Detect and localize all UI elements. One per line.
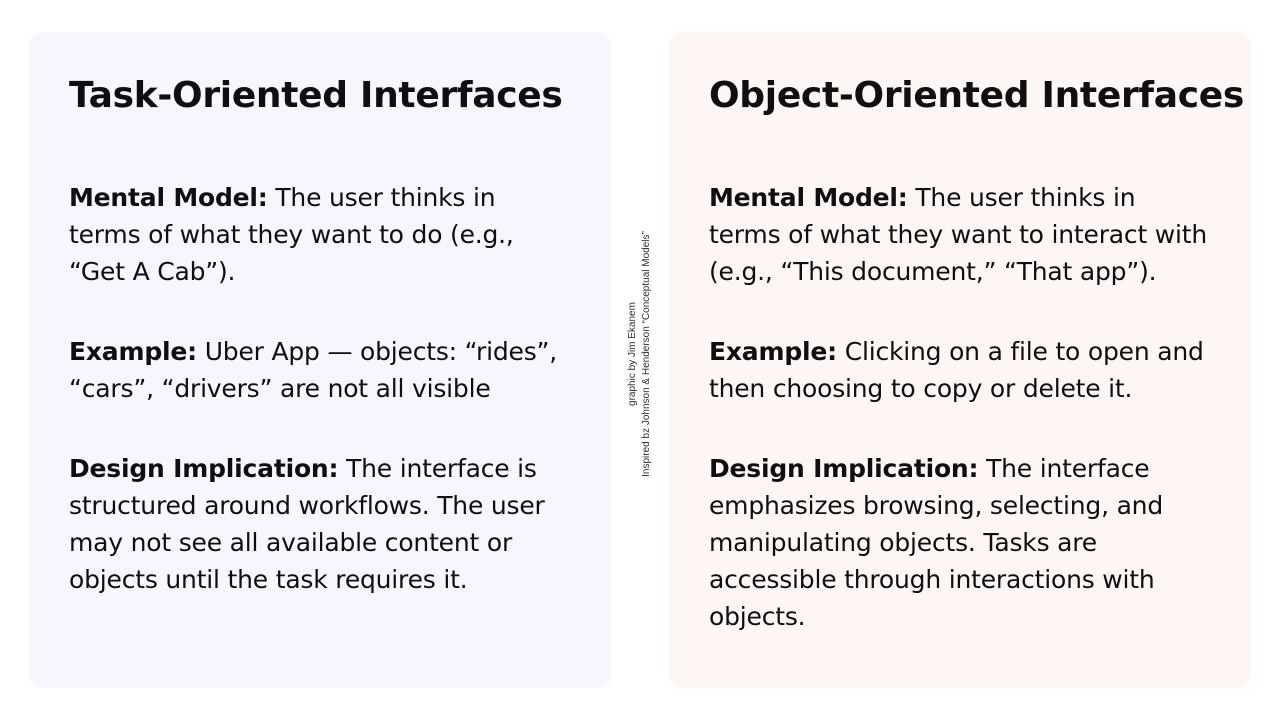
credit-author: graphic by Jim Ekanem: [627, 302, 638, 406]
task-oriented-card: Task-Oriented Interfaces Mental Model: T…: [29, 32, 611, 688]
task-example-label: Example:: [69, 337, 197, 366]
task-example-text: Uber App — objects: “rides”, “cars”, “dr…: [69, 337, 558, 403]
object-design-implication-label: Design Implication:: [709, 454, 979, 483]
task-design-implication-text: The interface is structured around workf…: [69, 454, 545, 594]
task-example: Example: Uber App — objects: “rides”, “c…: [69, 333, 571, 407]
object-example: Example: Clicking on a file to open and …: [709, 333, 1211, 407]
object-oriented-card: Object-Oriented Interfaces Mental Model:…: [669, 32, 1251, 688]
task-mental-model-text: The user thinks in terms of what they wa…: [69, 183, 514, 286]
credit-inspiration: Inspired bz Johnson & Henderson “Concept…: [641, 231, 652, 477]
task-design-implication-label: Design Implication:: [69, 454, 339, 483]
task-design-implication: Design Implication: The interface is str…: [69, 450, 571, 598]
graphic-credit: graphic by Jim Ekanem Inspired bz Johnso…: [626, 231, 654, 477]
object-mental-model: Mental Model: The user thinks in terms o…: [709, 179, 1211, 290]
object-design-implication: Design Implication: The interface emphas…: [709, 450, 1211, 635]
task-mental-model: Mental Model: The user thinks in terms o…: [69, 179, 571, 290]
object-mental-model-label: Mental Model:: [709, 183, 908, 212]
object-design-implication-text: The interface emphasizes browsing, selec…: [709, 454, 1163, 631]
object-oriented-title: Object-Oriented Interfaces: [709, 75, 1245, 116]
task-mental-model-label: Mental Model:: [69, 183, 268, 212]
object-example-text: Clicking on a file to open and then choo…: [709, 337, 1204, 403]
object-example-label: Example:: [709, 337, 837, 366]
object-mental-model-text: The user thinks in terms of what they wa…: [709, 183, 1208, 286]
task-oriented-title: Task-Oriented Interfaces: [69, 75, 563, 116]
